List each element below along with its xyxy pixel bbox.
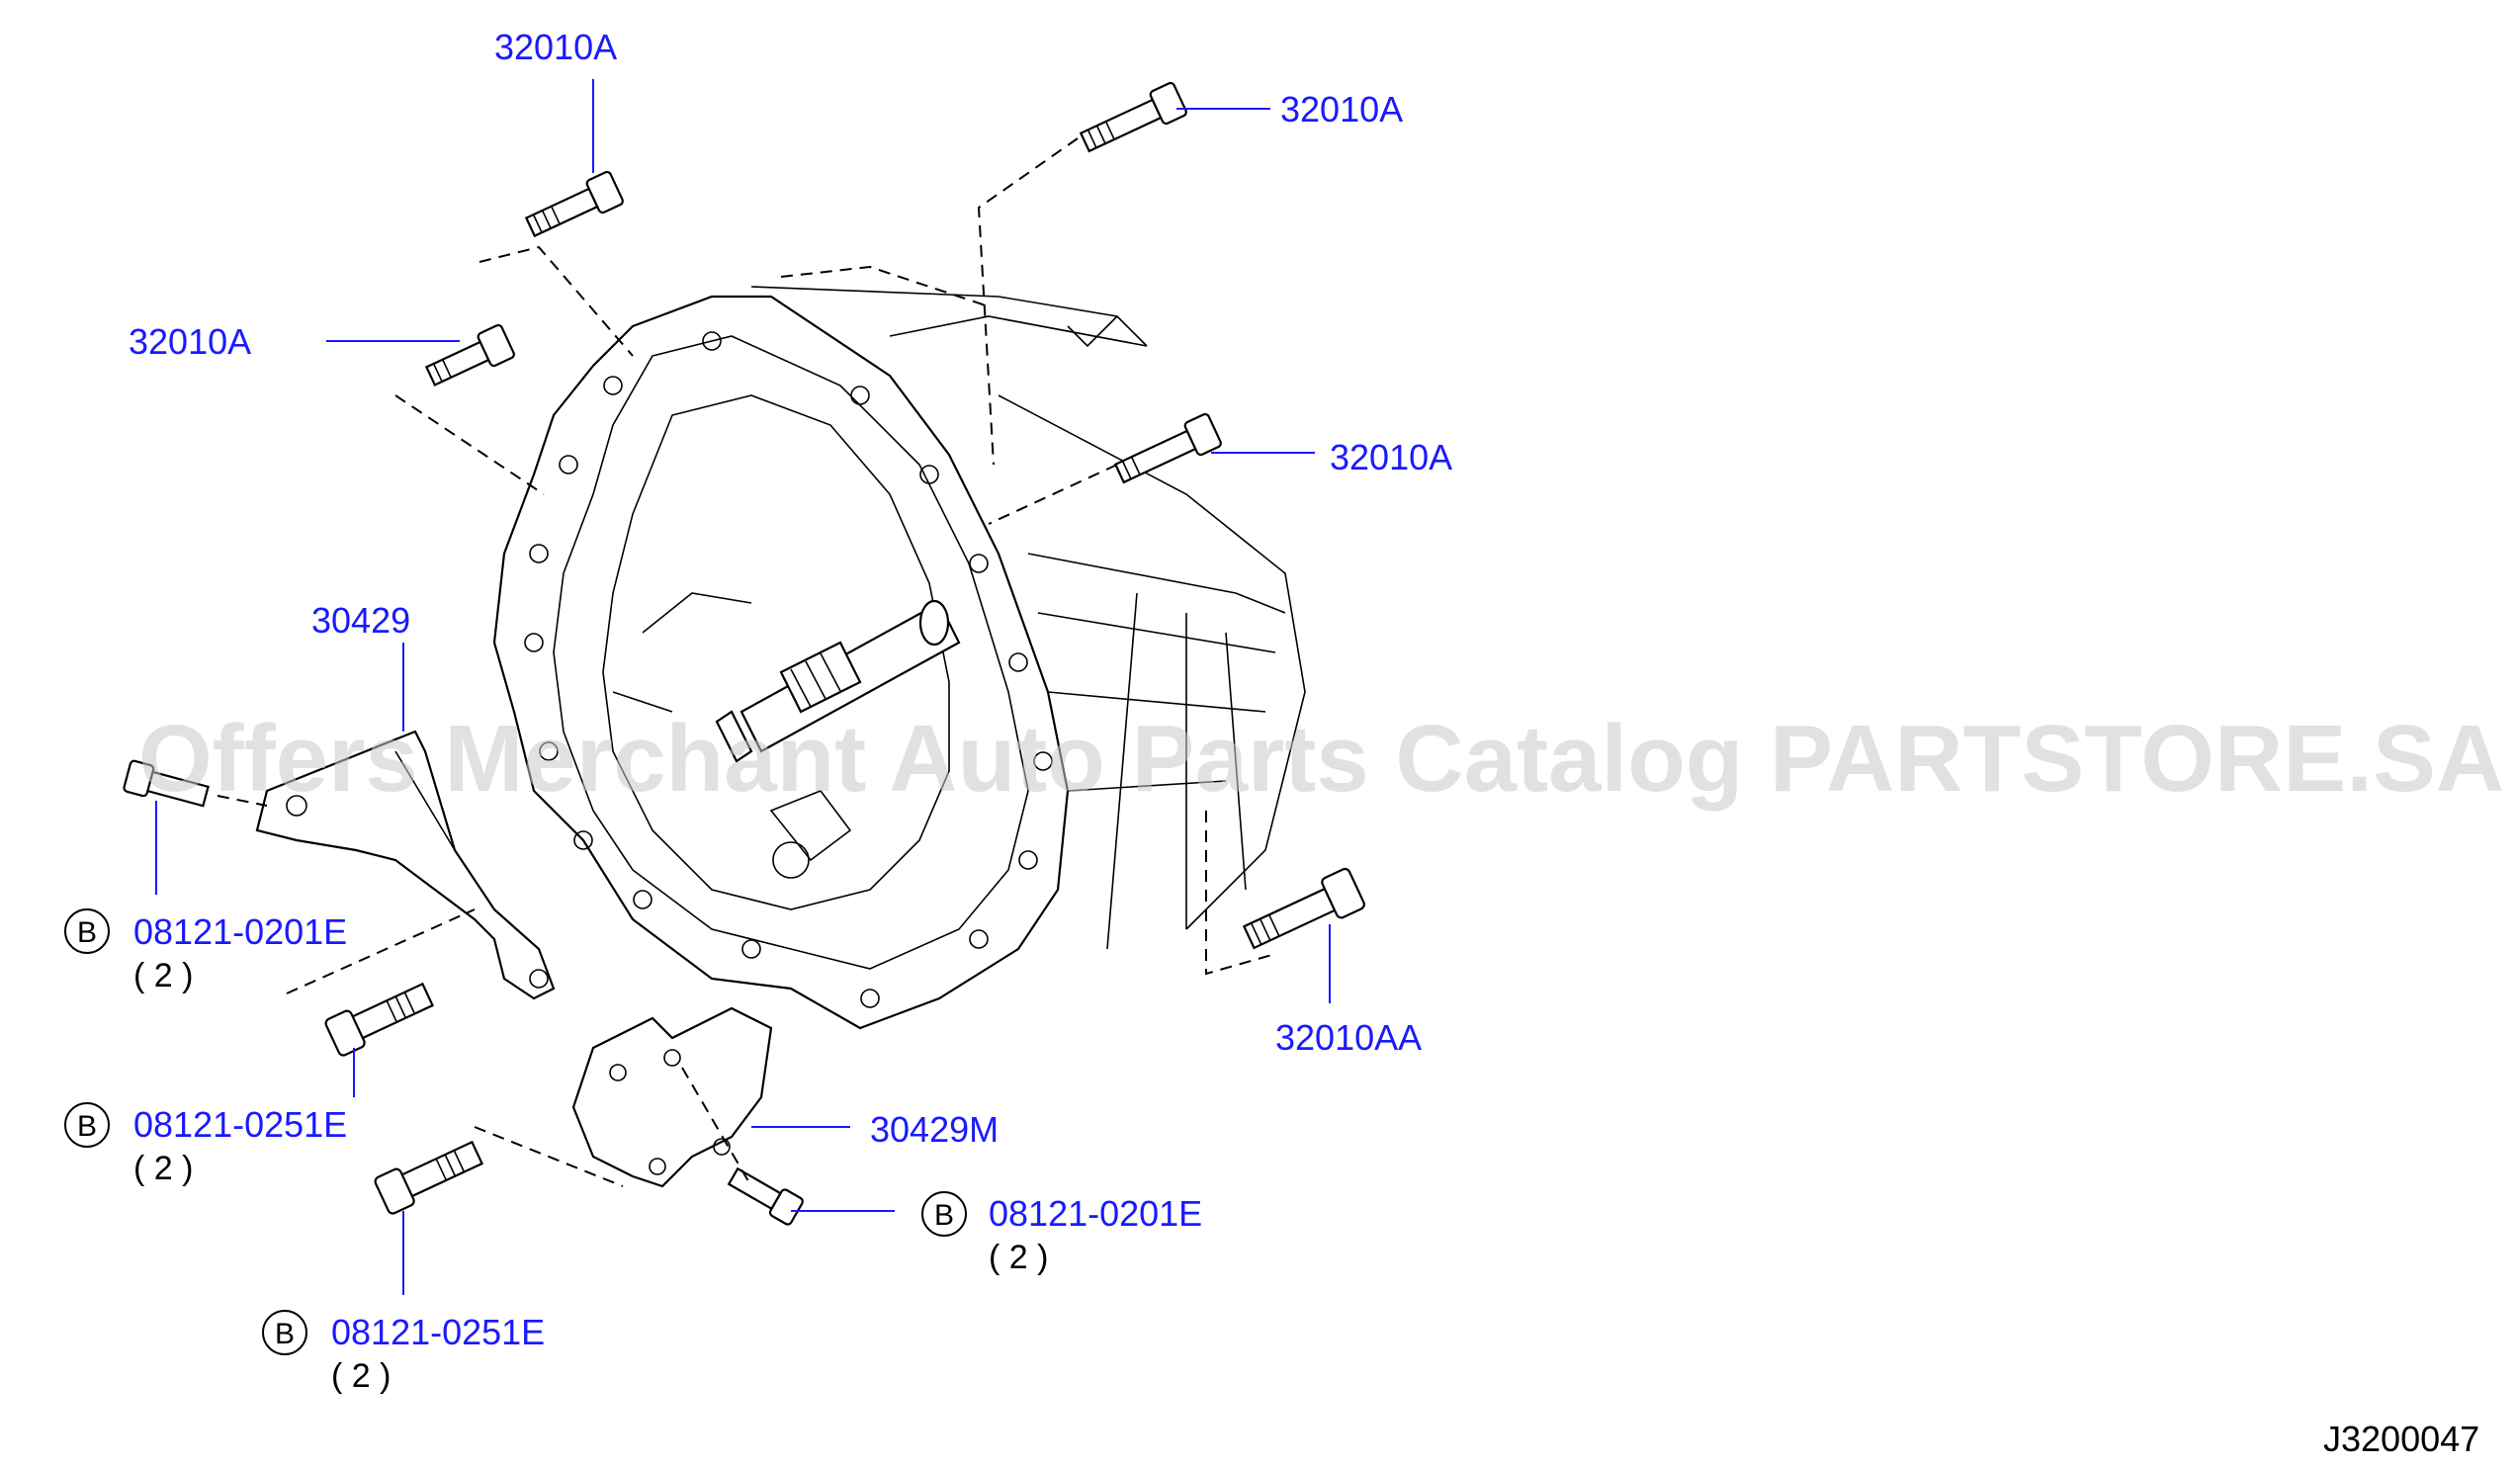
callout-labels: 32010A 32010A 32010A 32010A 32010AA 3042… bbox=[129, 27, 1452, 1150]
callout-c1: 32010A bbox=[494, 27, 617, 67]
bolt-drawings bbox=[123, 81, 1365, 1226]
bolt-top bbox=[524, 170, 624, 238]
bolt-b1 bbox=[123, 759, 210, 808]
svg-text:( 2 ): ( 2 ) bbox=[133, 957, 193, 994]
input-shaft bbox=[715, 599, 961, 763]
callout-c4: 32010A bbox=[1330, 437, 1452, 477]
bolt-label-b3: B 08121-0201E ( 2 ) bbox=[921, 1191, 1202, 1276]
svg-text:B: B bbox=[77, 916, 97, 949]
callout-c7: 30429M bbox=[870, 1109, 999, 1150]
svg-text:B: B bbox=[77, 1110, 97, 1143]
bolt-label-b1: B 08121-0201E ( 2 ) bbox=[64, 908, 347, 994]
bolt-left bbox=[424, 323, 515, 387]
svg-text:08121-0201E: 08121-0201E bbox=[989, 1193, 1202, 1234]
watermark-text: Offers Merchant Auto Parts Catalog PARTS… bbox=[138, 706, 2504, 812]
callout-c6: 30429 bbox=[311, 600, 410, 641]
bolt-top-right bbox=[1079, 81, 1187, 153]
svg-text:( 2 ): ( 2 ) bbox=[989, 1239, 1048, 1276]
bolt-label-b4: B 08121-0251E ( 2 ) bbox=[262, 1310, 545, 1395]
svg-text:B: B bbox=[934, 1199, 954, 1232]
bolt-b4 bbox=[374, 1140, 484, 1215]
callout-c5: 32010AA bbox=[1275, 1017, 1422, 1058]
svg-text:( 2 ): ( 2 ) bbox=[133, 1150, 193, 1187]
badge-b2 bbox=[64, 1102, 110, 1148]
bolt-32010aa bbox=[1242, 867, 1365, 950]
badge-b3 bbox=[921, 1191, 967, 1237]
assembly-dashes bbox=[217, 137, 1276, 1187]
bracket-30429m bbox=[571, 1006, 773, 1188]
svg-text:( 2 ): ( 2 ) bbox=[331, 1357, 391, 1395]
callout-c2: 32010A bbox=[1280, 89, 1403, 129]
bolt-label-b2: B 08121-0251E ( 2 ) bbox=[64, 1102, 347, 1187]
bolt-right-mid bbox=[1113, 412, 1222, 484]
svg-text:B: B bbox=[275, 1318, 295, 1350]
bolt-b2 bbox=[324, 982, 435, 1057]
bracket-30429 bbox=[255, 730, 556, 1000]
svg-text:08121-0201E: 08121-0201E bbox=[133, 911, 347, 952]
svg-text:08121-0251E: 08121-0251E bbox=[331, 1312, 545, 1352]
badge-b4 bbox=[262, 1310, 307, 1355]
badge-b1 bbox=[64, 908, 110, 954]
diagram-ref-code: J3200047 bbox=[2323, 1419, 2479, 1459]
flange-bolt-holes bbox=[524, 331, 1053, 1008]
bolt-b3 bbox=[727, 1166, 804, 1226]
callout-c3: 32010A bbox=[129, 321, 251, 362]
svg-text:08121-0251E: 08121-0251E bbox=[133, 1104, 347, 1145]
transmission-housing bbox=[492, 286, 1306, 1030]
leader-lines bbox=[155, 79, 1331, 1295]
